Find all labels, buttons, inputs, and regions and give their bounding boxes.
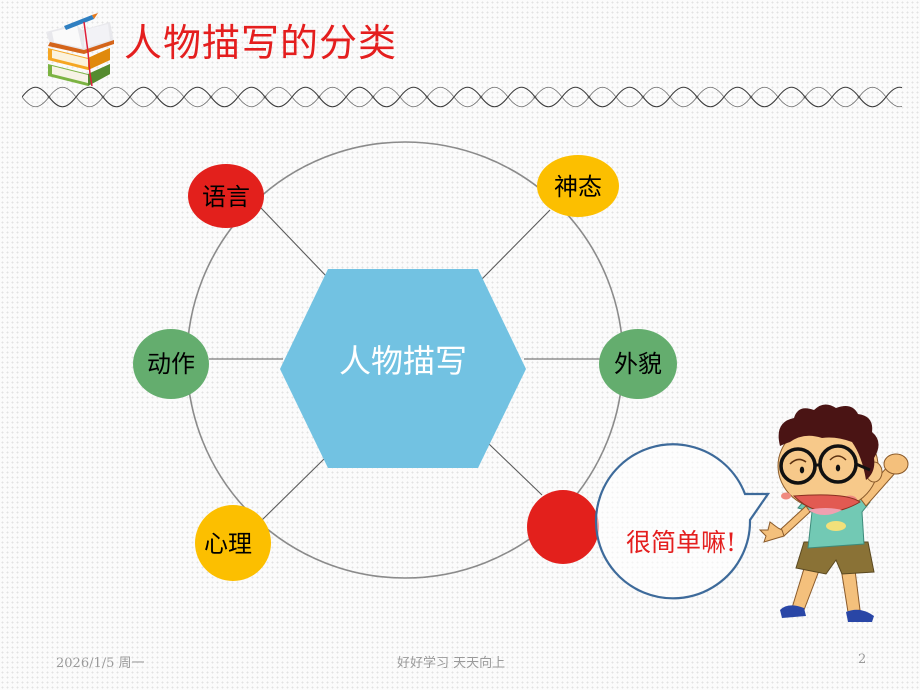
footer-motto: 好好学习 天天向上 bbox=[397, 656, 506, 671]
speech-bubble-text: 很简单嘛! bbox=[625, 528, 737, 557]
node-psychology-label: 心理 bbox=[204, 530, 252, 558]
speech-bubble bbox=[594, 443, 771, 600]
node-appearance[interactable] bbox=[599, 329, 677, 399]
footer-date: 2026/1/5 周一 bbox=[56, 656, 145, 671]
center-label: 人物描写 bbox=[338, 342, 467, 380]
node-appearance-label: 外貌 bbox=[614, 350, 662, 378]
footer-page-number: 2 bbox=[858, 652, 867, 667]
node-language[interactable] bbox=[188, 164, 264, 228]
node-action-label: 动作 bbox=[147, 350, 195, 378]
ornamental-divider bbox=[22, 86, 902, 108]
books-stack-icon bbox=[46, 13, 114, 87]
center-hexagon[interactable] bbox=[280, 269, 526, 468]
node-expression[interactable] bbox=[537, 155, 619, 217]
node-language-label: 语言 bbox=[202, 183, 250, 211]
slide-title: 人物描写的分类 bbox=[124, 21, 398, 65]
node-expression-label: 神态 bbox=[554, 173, 602, 201]
cartoon-boy-illustration bbox=[758, 404, 909, 622]
node-psychology[interactable] bbox=[195, 505, 271, 581]
connector-lines bbox=[209, 207, 600, 522]
node-action[interactable] bbox=[133, 329, 209, 399]
node-blank-red[interactable] bbox=[527, 490, 599, 564]
